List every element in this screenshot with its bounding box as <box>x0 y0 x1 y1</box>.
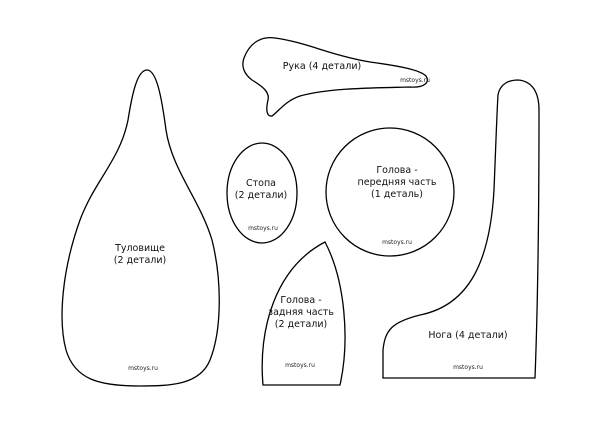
body-label-name: Туловище <box>115 243 165 254</box>
foot-piece-outline <box>226 142 298 244</box>
head-front-piece-outline <box>325 127 455 257</box>
body-label: Туловище(2 детали) <box>114 243 167 267</box>
head-back-label-part: задняя часть <box>268 307 334 318</box>
foot-label-count: (2 детали) <box>234 190 288 201</box>
head-back-label: Голова -задняя часть(2 детали) <box>268 295 334 331</box>
head-back-label-count: (2 детали) <box>274 319 328 330</box>
head-back-label-name: Голова - <box>280 295 322 306</box>
head-front-label: Голова -передняя часть(1 деталь) <box>358 165 437 201</box>
body-piece-outline <box>61 69 220 387</box>
foot-label-name: Стопа <box>245 178 276 189</box>
head-front-label-part: передняя часть <box>357 177 437 188</box>
foot-label: Стопа(2 детали) <box>235 178 288 202</box>
arm-label: Рука (4 детали) <box>282 61 362 72</box>
foot-watermark: mstoys.ru <box>248 225 278 232</box>
leg-piece-outline <box>382 79 540 379</box>
leg-label: Нога (4 детали) <box>428 330 508 341</box>
head-back-watermark: mstoys.ru <box>285 362 315 369</box>
arm-watermark: mstoys.ru <box>400 77 430 84</box>
head-back-piece-outline <box>261 241 346 386</box>
head-front-label-name: Голова - <box>376 165 418 176</box>
leg-watermark: mstoys.ru <box>453 364 483 371</box>
head-front-label-count: (1 деталь) <box>371 189 423 200</box>
head-front-watermark: mstoys.ru <box>382 239 412 246</box>
arm-piece-outline <box>242 36 428 117</box>
body-label-count: (2 детали) <box>113 255 167 266</box>
body-watermark: mstoys.ru <box>128 365 158 372</box>
